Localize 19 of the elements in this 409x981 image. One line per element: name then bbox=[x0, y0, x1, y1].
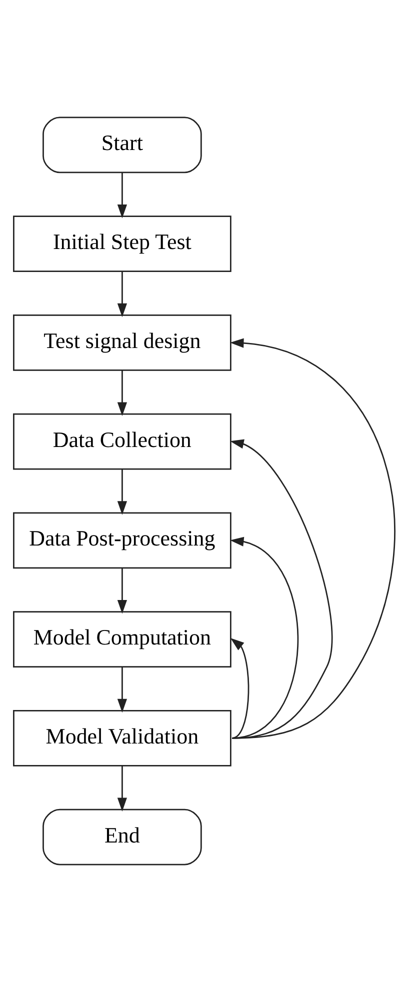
arrow bbox=[230, 638, 250, 738]
arrow bbox=[230, 536, 298, 738]
arrow bbox=[117, 568, 127, 614]
node-box: Model Validation bbox=[13, 710, 232, 766]
node-box: Data Collection bbox=[13, 412, 232, 470]
node-box: End bbox=[42, 808, 202, 865]
node-box: Start bbox=[42, 116, 202, 173]
arrow bbox=[117, 468, 127, 514]
arrow bbox=[117, 172, 127, 218]
arrow bbox=[117, 270, 127, 317]
node-box: Initial Step Test bbox=[13, 215, 232, 272]
node-box: Data Post-processing bbox=[13, 512, 232, 568]
node-box: Test signal design bbox=[13, 314, 232, 370]
arrow bbox=[230, 338, 396, 738]
arrow bbox=[117, 370, 127, 416]
node-box: Model Computation bbox=[13, 610, 232, 667]
arrow bbox=[117, 666, 127, 712]
arrow bbox=[117, 765, 127, 812]
arrow bbox=[230, 438, 333, 738]
